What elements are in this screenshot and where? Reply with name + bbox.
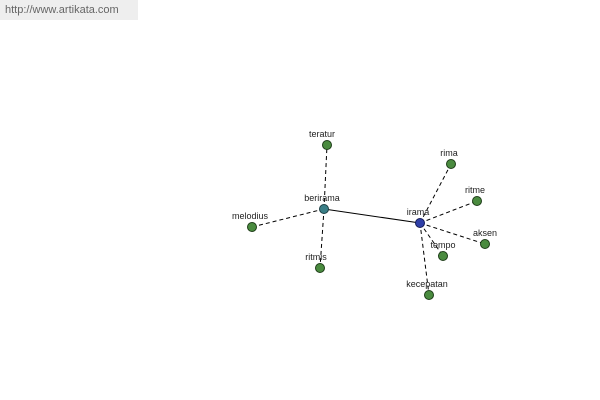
- node-label-ritmis[interactable]: ritmis: [305, 252, 327, 262]
- node-label-kecepatan[interactable]: kecepatan: [406, 279, 448, 289]
- node-marker-ritmis[interactable]: [315, 263, 325, 273]
- node-label-tempo[interactable]: tempo: [430, 240, 455, 250]
- node-label-ritme[interactable]: ritme: [465, 185, 485, 195]
- edge-irama-aksen: [419, 222, 486, 245]
- node-tempo[interactable]: tempo: [430, 240, 456, 261]
- node-marker-rima[interactable]: [446, 159, 456, 169]
- node-marker-irama[interactable]: [415, 218, 425, 228]
- node-label-rima[interactable]: rima: [440, 148, 458, 158]
- node-marker-teratur[interactable]: [322, 140, 332, 150]
- node-aksen[interactable]: aksen: [473, 228, 497, 249]
- edge-berirama-ritmis: [319, 208, 325, 269]
- node-kecepatan[interactable]: kecepatan: [406, 279, 448, 300]
- node-label-melodius[interactable]: melodius: [232, 211, 269, 221]
- node-berirama[interactable]: berirama: [304, 193, 340, 214]
- node-ritmis[interactable]: ritmis: [305, 252, 327, 273]
- edge-irama-ritme: [419, 200, 478, 224]
- node-label-berirama[interactable]: berirama: [304, 193, 340, 203]
- edge-berirama-teratur: [323, 144, 328, 210]
- node-label-aksen[interactable]: aksen: [473, 228, 497, 238]
- edge-irama-kecepatan: [419, 222, 430, 296]
- node-ritme[interactable]: ritme: [465, 185, 485, 206]
- node-melodius[interactable]: melodius: [232, 211, 269, 232]
- node-marker-tempo[interactable]: [438, 251, 448, 261]
- nodes-layer: irama berirama teratur melodius ritmis rima ri…: [232, 129, 497, 300]
- node-teratur[interactable]: teratur: [309, 129, 335, 150]
- source-url-link[interactable]: http://www.artikata.com: [0, 0, 138, 20]
- node-marker-aksen[interactable]: [480, 239, 490, 249]
- edge-berirama-melodius: [251, 208, 325, 228]
- node-marker-ritme[interactable]: [472, 196, 482, 206]
- node-marker-kecepatan[interactable]: [424, 290, 434, 300]
- node-rima[interactable]: rima: [440, 148, 458, 169]
- node-marker-melodius[interactable]: [247, 222, 257, 232]
- node-irama[interactable]: irama: [407, 207, 430, 228]
- node-label-irama[interactable]: irama: [407, 207, 430, 217]
- node-marker-berirama[interactable]: [319, 204, 329, 214]
- edge-berirama-irama: [323, 208, 421, 224]
- edges-layer: [251, 144, 486, 296]
- node-label-teratur[interactable]: teratur: [309, 129, 335, 139]
